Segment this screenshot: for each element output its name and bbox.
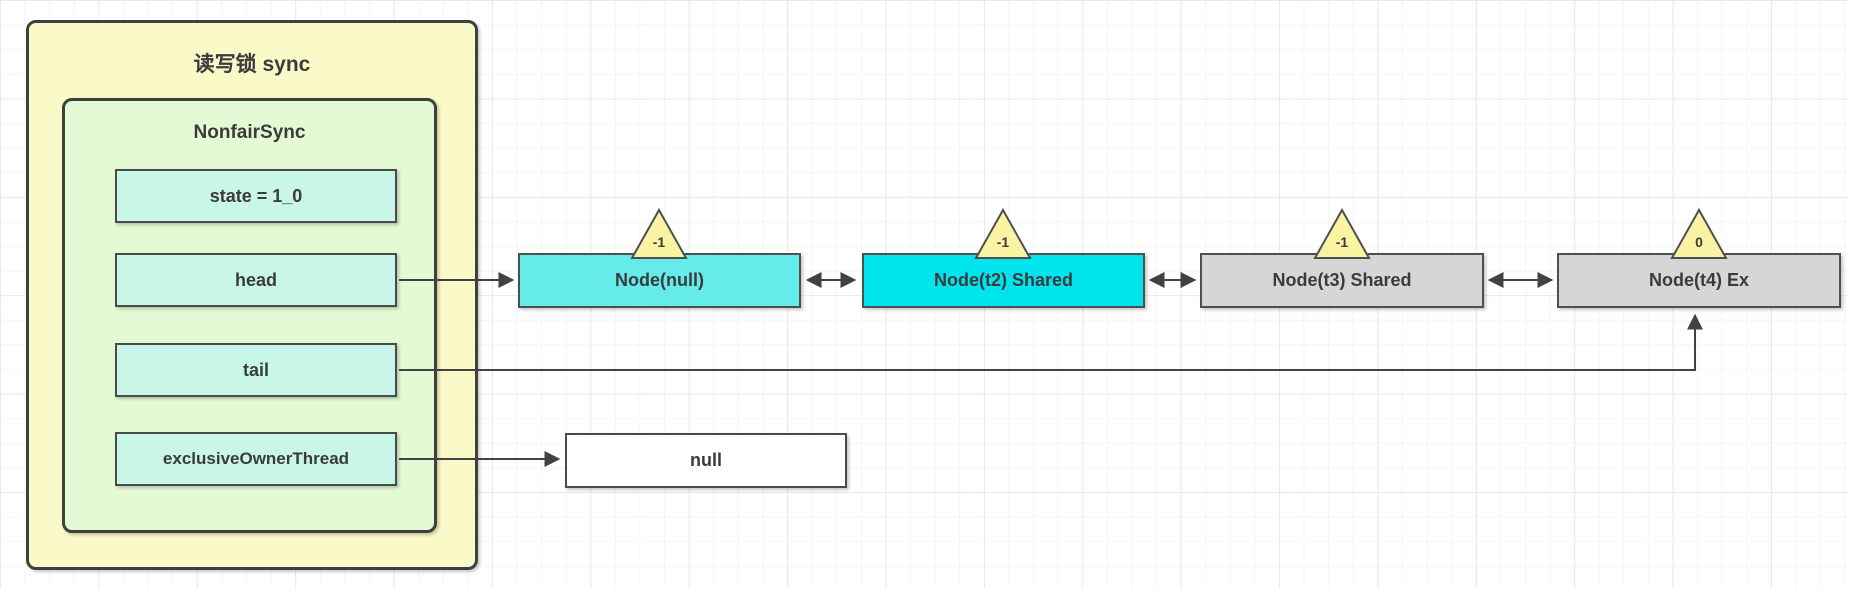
waitstatus-value: -1 — [652, 234, 666, 250]
node-null: Node(null) — [518, 253, 801, 308]
field-exclusive-owner-thread: exclusiveOwnerThread — [115, 432, 397, 486]
waitstatus-triangle-node-t2: -1 — [974, 208, 1032, 260]
triangle-icon — [974, 208, 1032, 259]
nonfairsync-title: NonfairSync — [193, 122, 306, 143]
triangle-icon — [630, 208, 688, 259]
node-t4-ex: Node(t4) Ex — [1557, 253, 1841, 308]
waitstatus-value: -1 — [996, 234, 1010, 250]
waitstatus-triangle-node-t3: -1 — [1313, 208, 1371, 260]
waitstatus-value: -1 — [1335, 234, 1349, 250]
sync-box-title: 读写锁 sync — [193, 53, 311, 76]
node-t3-shared: Node(t3) Shared — [1200, 253, 1484, 308]
field-tail: tail — [115, 343, 397, 397]
field-head: head — [115, 253, 397, 307]
triangle-icon — [1313, 208, 1371, 259]
field-state: state = 1_0 — [115, 169, 397, 223]
waitstatus-value: 0 — [1695, 234, 1703, 250]
node-t2-shared: Node(t2) Shared — [862, 253, 1145, 308]
waitstatus-triangle-node-t4: 0 — [1670, 208, 1728, 260]
waitstatus-triangle-node-null: -1 — [630, 208, 688, 260]
null-value-box: null — [565, 433, 847, 488]
triangle-icon — [1670, 208, 1728, 259]
